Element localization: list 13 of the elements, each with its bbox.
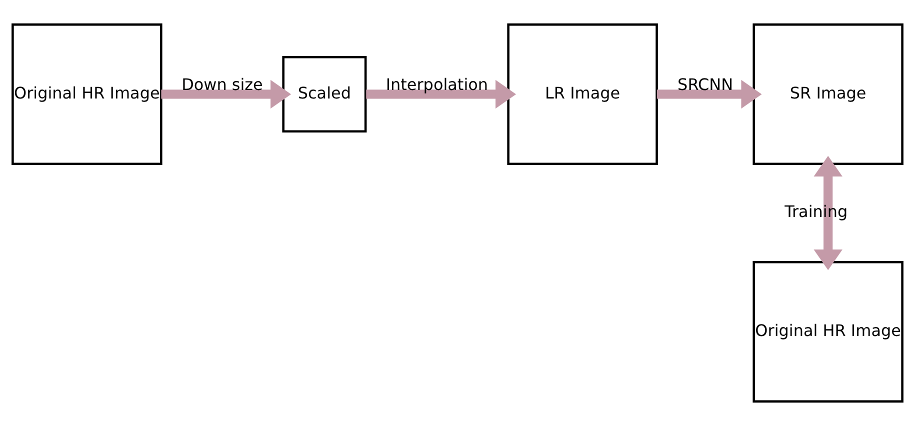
arrow: [657, 79, 762, 108]
edge-label: Interpolation: [386, 74, 488, 94]
node-box: SR Image: [752, 22, 904, 165]
edge-label: Training: [784, 202, 848, 221]
edge-label: SRCNN: [678, 74, 734, 94]
node-box: Original HR Image: [12, 22, 162, 165]
arrow: [366, 79, 516, 108]
node-box: Scaled: [282, 55, 367, 132]
arrow: [161, 79, 292, 108]
edge-label: Down size: [182, 74, 263, 94]
node-box: Original HR Image: [752, 260, 904, 402]
arrow: [814, 155, 842, 270]
node-box: LR Image: [507, 22, 658, 165]
